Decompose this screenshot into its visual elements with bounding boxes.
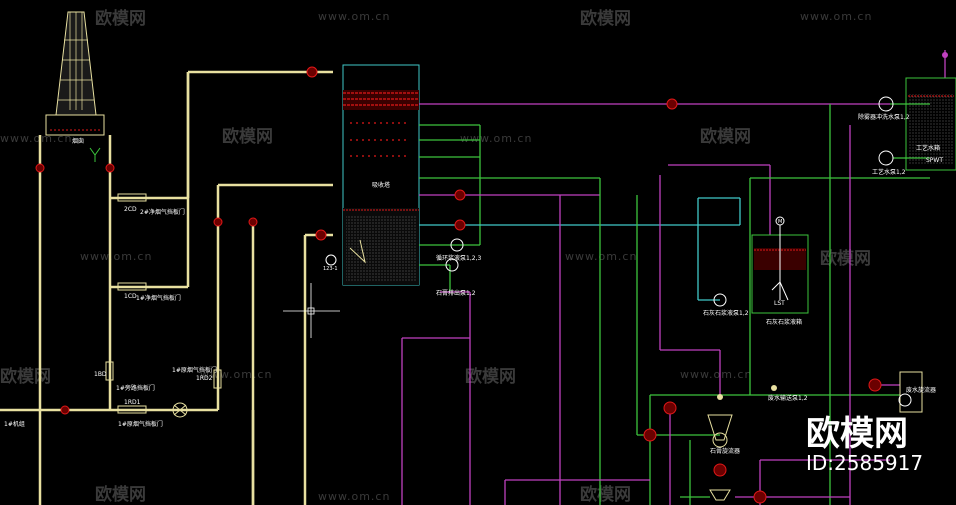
watermark-brand: 欧模网 bbox=[465, 366, 516, 387]
unit-label: 1#机组 bbox=[4, 420, 25, 428]
process-pump-label: 工艺水泵1,2 bbox=[872, 168, 906, 176]
absorber-label: 吸收塔 bbox=[372, 181, 390, 189]
watermark-url: www.om.cn bbox=[0, 132, 72, 145]
damper-2cd-label: 2#净烟气挡板门 bbox=[140, 208, 185, 216]
watermark-url: www.om.cn bbox=[80, 250, 152, 263]
hydrocyclone-label: 石膏旋流器 bbox=[710, 447, 740, 455]
watermark-brand: 欧模网 bbox=[95, 8, 146, 29]
stamp-brand: 欧模网 bbox=[806, 414, 908, 454]
stamp-id: ID:2585917 bbox=[806, 451, 923, 475]
bypass-code: 1BD bbox=[94, 371, 107, 378]
watermark-url: www.om.cn bbox=[318, 10, 390, 23]
chimney: 烟囱 bbox=[45, 11, 105, 162]
watermark-brand: 欧模网 bbox=[95, 484, 146, 505]
limestone-tank-label: 石灰石浆液箱 bbox=[766, 318, 802, 326]
inlet-label: 1#原烟气挡板门 bbox=[118, 420, 163, 428]
process-water-tank bbox=[905, 52, 956, 171]
watermark-brand: 欧模网 bbox=[0, 366, 51, 387]
demister-pump-label: 除雾器冲洗水泵1,2 bbox=[858, 113, 910, 121]
waste-cyclone-label: 废水旋流器 bbox=[906, 386, 936, 394]
inlet-b-code: 1RD2 bbox=[196, 375, 213, 382]
waste-cyclone bbox=[898, 371, 923, 413]
inlet-code: 1RD1 bbox=[124, 399, 141, 406]
instrument-tags bbox=[454, 98, 882, 504]
watermark-brand: 欧模网 bbox=[820, 248, 871, 269]
booster-fan bbox=[172, 402, 188, 418]
cad-crosshair-cursor bbox=[283, 283, 340, 338]
stamp: 欧模网 ID:2585917 bbox=[806, 414, 923, 475]
watermark-brand: 欧模网 bbox=[700, 126, 751, 147]
gypsum-hydrocyclone bbox=[707, 394, 733, 501]
dampers bbox=[105, 193, 222, 414]
bypass-label: 1#旁路挡板门 bbox=[116, 384, 155, 392]
limestone-tank: M bbox=[751, 216, 809, 314]
recirc-pump-label: 循环浆液泵1,2,3 bbox=[436, 254, 481, 262]
duct-tags bbox=[35, 66, 327, 415]
pumps bbox=[445, 96, 894, 307]
lst-label: LST bbox=[774, 300, 785, 307]
gypsum-pump-label: 石膏排出泵1,2 bbox=[436, 289, 476, 297]
watermark-brand: 欧模网 bbox=[580, 484, 631, 505]
watermark-brand: 欧模网 bbox=[580, 8, 631, 29]
waste-pump-label: 废水输送泵1,2 bbox=[768, 394, 808, 402]
flue-gas-ducts bbox=[0, 70, 333, 505]
chimney-label: 烟囱 bbox=[72, 137, 84, 145]
absorber-tower: 吸收塔 123-1 bbox=[323, 64, 420, 286]
damper-1cd-label: 1#净烟气挡板门 bbox=[136, 294, 181, 302]
watermark-brand: 欧模网 bbox=[222, 126, 273, 147]
spwt-label: SPWT bbox=[926, 157, 943, 164]
watermark-url: www.om.cn bbox=[800, 10, 872, 23]
watermark-url: www.om.cn bbox=[318, 490, 390, 503]
watermark-url: www.om.cn bbox=[680, 368, 752, 381]
watermark-url: www.om.cn bbox=[460, 132, 532, 145]
limestone-pump-label: 石灰石浆液泵1,2 bbox=[703, 309, 749, 317]
process-tank-label: 工艺水箱 bbox=[916, 144, 940, 152]
damper-1cd-code: 1CD bbox=[124, 293, 137, 300]
inlet-b-label: 1#原烟气挡板门 bbox=[172, 366, 217, 374]
damper-2cd-code: 2CD bbox=[124, 206, 137, 213]
watermark-url: www.om.cn bbox=[565, 250, 637, 263]
mixer-tag: M bbox=[778, 219, 782, 225]
absorber-agitator-tag: 123-1 bbox=[323, 266, 338, 272]
